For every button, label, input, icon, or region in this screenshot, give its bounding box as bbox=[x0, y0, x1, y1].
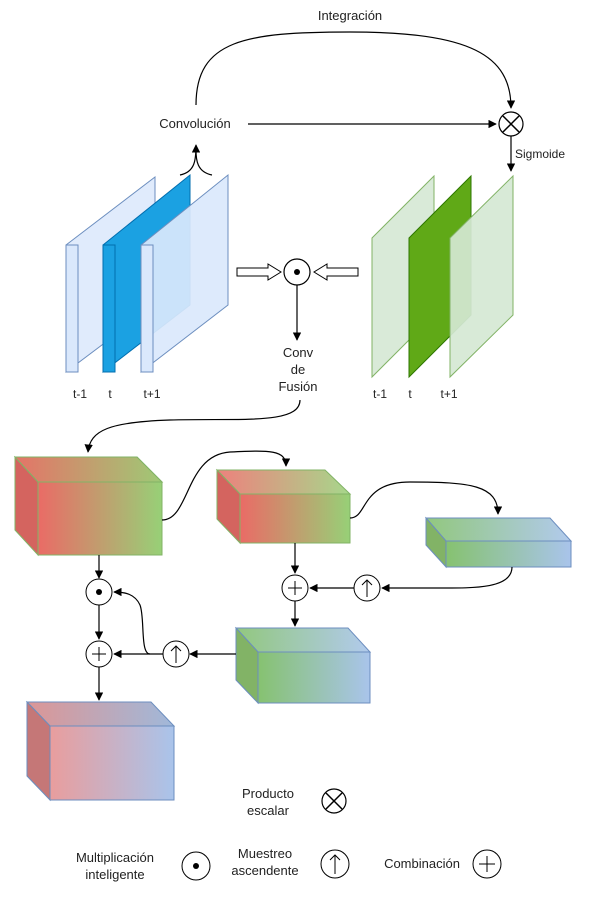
right-frame-t-plus-1 bbox=[449, 174, 514, 379]
upsample-node-right bbox=[353, 574, 381, 602]
legend-upsample-icon bbox=[320, 849, 350, 879]
smart-multiplication-node-top bbox=[283, 258, 311, 286]
scalar-product-node bbox=[498, 111, 524, 137]
legend-smart-mult-icon bbox=[181, 851, 211, 881]
fusion-conv-label-2: de bbox=[291, 362, 305, 377]
fusion-conv-label-1: Conv bbox=[283, 345, 314, 360]
convolution-label: Convolución bbox=[159, 116, 231, 131]
legend-smart-mult-label-1: Multiplicación bbox=[76, 850, 154, 865]
feature-block-3 bbox=[424, 516, 573, 569]
fusion-to-block1-arrow bbox=[84, 399, 301, 453]
right-label-t-minus-1: t-1 bbox=[373, 387, 387, 401]
block3-to-upsample-line bbox=[381, 566, 513, 593]
integration-arrow bbox=[195, 31, 516, 109]
legend-combination-label: Combinación bbox=[384, 856, 460, 871]
combination-node-right bbox=[281, 574, 309, 602]
right-frame-stack bbox=[371, 174, 514, 379]
right-label-t-plus-1: t+1 bbox=[440, 387, 457, 401]
legend-combination-icon bbox=[472, 849, 502, 879]
stack-to-convolution-arrow bbox=[179, 144, 201, 176]
left-hollow-arrow bbox=[236, 263, 282, 281]
feature-block-4 bbox=[234, 626, 372, 705]
combination-node-left bbox=[85, 640, 113, 668]
legend-upsample-label-2: ascendente bbox=[231, 863, 298, 878]
block2-to-block3-arrow bbox=[349, 481, 503, 519]
right-hollow-arrow bbox=[313, 263, 359, 281]
upsample-node-left bbox=[162, 640, 190, 668]
left-label-t-plus-1: t+1 bbox=[143, 387, 160, 401]
output-block bbox=[25, 700, 176, 802]
feature-block-1 bbox=[13, 455, 164, 557]
integration-label: Integración bbox=[318, 8, 382, 23]
left-label-t-minus-1: t-1 bbox=[73, 387, 87, 401]
legend: Producto escalar Multiplicación intelige… bbox=[76, 786, 502, 882]
legend-smart-mult-label-2: inteligente bbox=[85, 867, 144, 882]
sigmoid-label: Sigmoide bbox=[515, 147, 565, 161]
left-label-t: t bbox=[108, 387, 112, 401]
right-label-t: t bbox=[408, 387, 412, 401]
block1-to-block2-arrow bbox=[161, 450, 291, 521]
fusion-conv-label-3: Fusión bbox=[278, 379, 317, 394]
left-frame-stack bbox=[65, 173, 229, 374]
upsample-to-smart-mult-arrow bbox=[113, 587, 151, 655]
legend-scalar-product-label-1: Producto bbox=[242, 786, 294, 801]
smart-multiplication-node-bottom bbox=[85, 578, 113, 606]
legend-scalar-product-label-2: escalar bbox=[247, 803, 290, 818]
legend-upsample-label-1: Muestreo bbox=[238, 846, 292, 861]
feature-block-2 bbox=[215, 468, 352, 545]
legend-scalar-product-icon bbox=[321, 788, 347, 814]
